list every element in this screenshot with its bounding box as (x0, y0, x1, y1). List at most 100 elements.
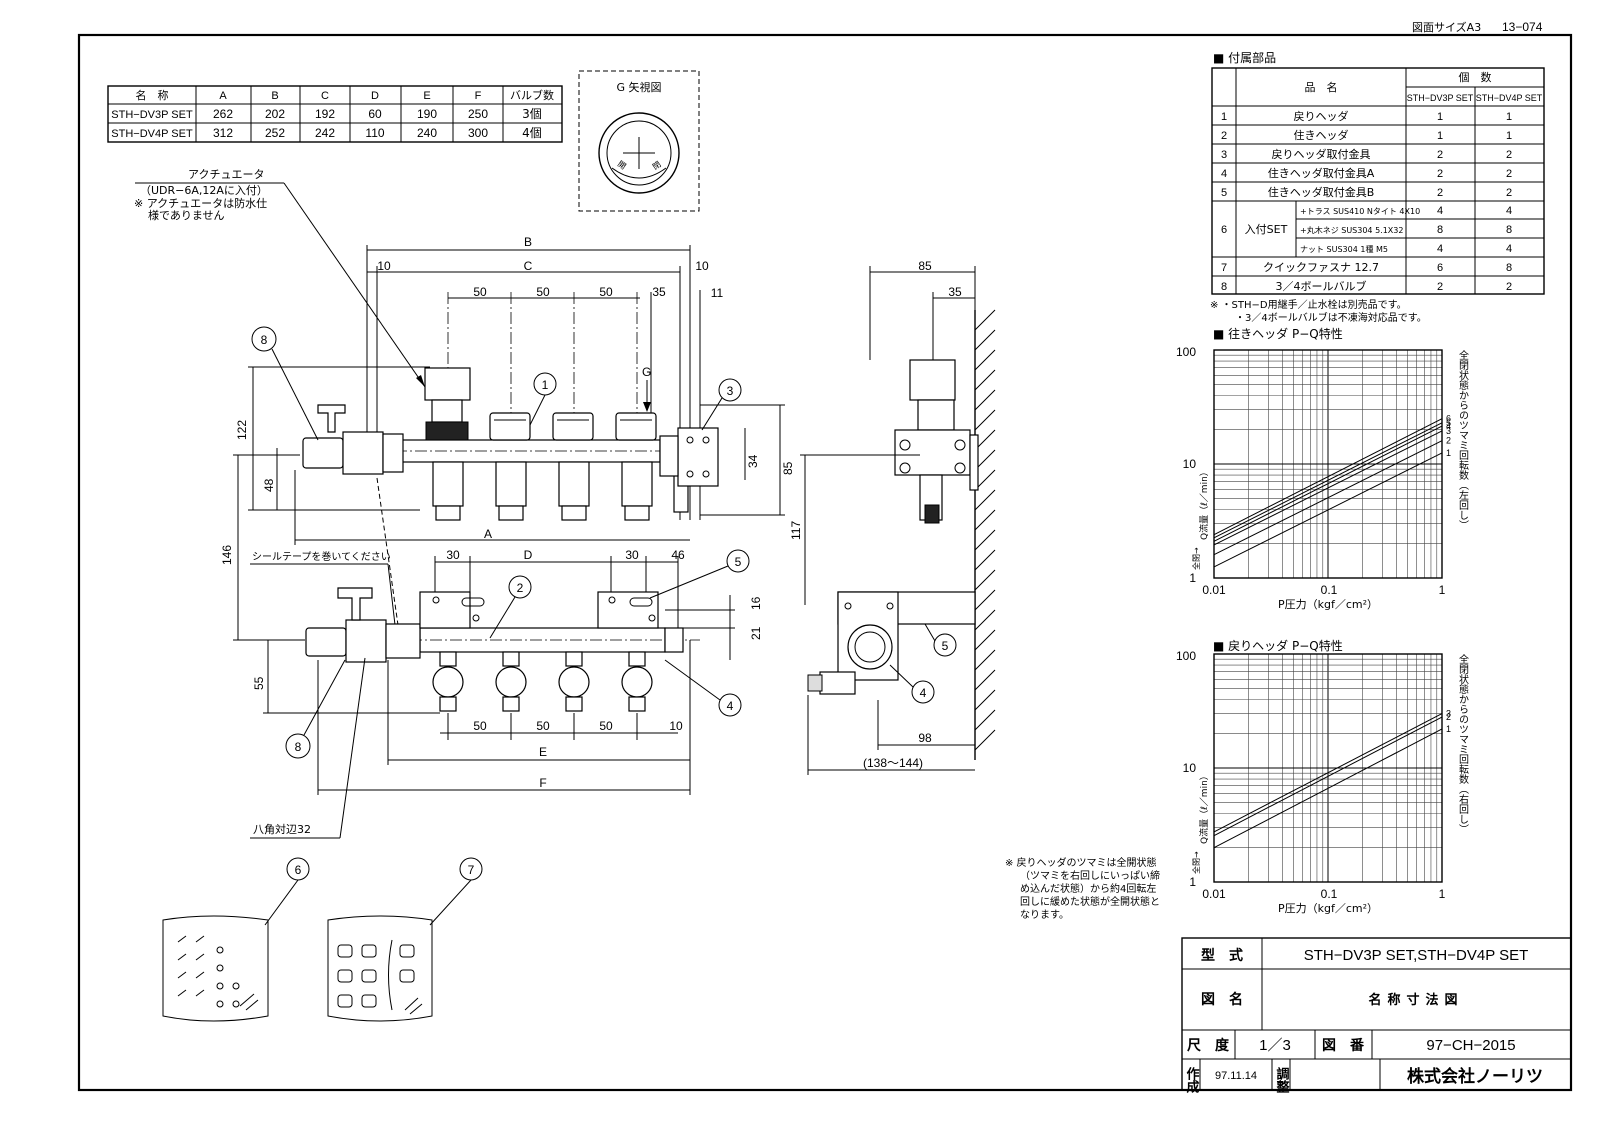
tb-scale-label: 尺 度 (1187, 1037, 1230, 1054)
dim-48: 48 (262, 478, 276, 492)
actuator-line2: ※ アクチュエータは防水仕 (134, 196, 267, 210)
side-view: 85 35 117 (789, 259, 996, 775)
dim-50a: 50 (473, 285, 487, 299)
series-label-2: 2 (1446, 436, 1451, 446)
tb-type-label: 型 式 (1201, 947, 1243, 964)
dim-11: 11 (711, 286, 724, 300)
spec-table: 名 称 A B C D E F バルブ数 STH−DV3P SET 262 20… (107, 85, 563, 143)
parts-col-4p: STH−DV4P SET (1476, 93, 1543, 103)
parts-q3: 2 (1437, 168, 1443, 180)
spec-cell: 262 (213, 107, 233, 121)
x-axis-label: P圧力（kgf／cm²） (1278, 598, 1378, 611)
right-label: 全閉状態からのツマミ回転数（右回し） (1457, 653, 1469, 834)
callout-5b: 5 (942, 639, 949, 653)
y-tick-100: 100 (1176, 345, 1196, 359)
series-line-6 (1213, 418, 1443, 536)
dim-50c: 50 (599, 285, 613, 299)
spec-header-d: D (371, 90, 379, 102)
dim-122: 122 (235, 420, 249, 440)
spec-cell: 60 (368, 107, 382, 121)
callout-8b: 8 (295, 740, 302, 754)
parts-no: 1 (1221, 111, 1227, 123)
tb-number-label: 図 番 (1322, 1037, 1365, 1054)
series-line-4 (1213, 425, 1443, 542)
dim-10c: 10 (669, 719, 683, 733)
parts-col-name: 品 名 (1305, 80, 1338, 94)
dim-117: 117 (789, 521, 803, 540)
callout-3: 3 (727, 384, 734, 398)
dim-b: B (524, 235, 532, 249)
g-close-label: 閉 (651, 160, 663, 172)
series-line-1 (1213, 452, 1443, 568)
dim-50f: 50 (599, 719, 613, 733)
sheet-border (77, 33, 1573, 1092)
parts-q4: 4 (1506, 243, 1512, 255)
parts-no: 4 (1221, 168, 1227, 180)
parts-note-2: ・3／4ボールバルブは不凍海対応品です。 (1235, 311, 1427, 324)
x-tick-001: 0.01 (1202, 583, 1226, 597)
dim-f: F (539, 776, 546, 790)
spec-header-name: 名 称 (136, 88, 169, 102)
parts-q4: 2 (1506, 281, 1512, 293)
actuator-line1: （UDR−6A,12Aに入付） (140, 184, 268, 197)
spec-header-c: C (321, 90, 329, 102)
note-line: なります。 (1020, 909, 1069, 921)
dim-range: (138〜144) (863, 756, 923, 770)
tb-made-value: 97.11.14 (1215, 1070, 1257, 1082)
spec-header-f: F (475, 90, 482, 102)
dim-16: 16 (749, 596, 763, 610)
series-line-1 (1213, 728, 1443, 849)
series-label-2: 2 (1446, 712, 1451, 722)
note-line: （ツマミを右回しにいっぱい締 (1020, 869, 1160, 882)
closed-label: 全閉→ (1191, 851, 1201, 874)
dim-98: 98 (918, 731, 932, 745)
x-tick-1: 1 (1439, 887, 1446, 901)
x-tick-01: 0.1 (1321, 583, 1338, 597)
dim-46: 46 (671, 548, 685, 562)
return-header-pq-chart: ■ 戻りヘッダ P−Q特性 100 10 1 0.01 0.1 1 P圧力（kg… (1176, 638, 1469, 915)
x-axis-label: P圧力（kgf／cm²） (1278, 902, 1378, 915)
tb-number-value: 97−CH−2015 (1426, 1037, 1515, 1054)
callout-2: 2 (517, 581, 524, 595)
parts-set-item: +丸木ネジ SUS304 5.1X32 (1300, 225, 1403, 235)
parts-note-1: ※ ・STH−D用継手／止水栓は別売品です。 (1210, 298, 1407, 311)
g-open-label: 開 (616, 159, 628, 171)
parts-no: 3 (1221, 149, 1227, 161)
note-line: 回しに緩めた状態が全開状態と (1020, 895, 1160, 908)
parts-q4: 8 (1506, 224, 1512, 236)
seal-tape-note: シールテープを巻いてください (252, 551, 391, 563)
chart-title: ■ 往きヘッダ P−Q特性 (1213, 326, 1343, 341)
callout-4b: 4 (920, 686, 927, 700)
plot-frame (1213, 653, 1443, 883)
dim-30a: 30 (446, 548, 460, 562)
tb-made-label: 作成 (1184, 1066, 1200, 1094)
hex-note: 八角対辺32 (253, 822, 311, 836)
y-axis-label: Q流量（ℓ／min） (1198, 771, 1210, 844)
callout-8a: 8 (261, 333, 268, 347)
parts-q3: 1 (1437, 130, 1443, 142)
parts-q3: 4 (1437, 205, 1443, 217)
parts-no: 5 (1221, 187, 1227, 199)
spec-cell: 110 (365, 126, 384, 140)
spec-cell: STH−DV3P SET (111, 109, 193, 121)
paper-size: 図面サイズA3 (1412, 20, 1481, 34)
dim-50b: 50 (536, 285, 550, 299)
parts-name: クイックファスナ 12.7 (1263, 261, 1379, 274)
y-axis-label: Q流量（ℓ／min） (1198, 467, 1210, 540)
x-tick-001: 0.01 (1202, 887, 1226, 901)
parts-name: 戻りヘッダ (1294, 109, 1349, 123)
parts-q4: 2 (1506, 187, 1512, 199)
parts-q4: 2 (1506, 168, 1512, 180)
spec-cell: 252 (265, 126, 285, 140)
note-line: め込んだ状態）から約4回転左 (1020, 882, 1156, 895)
spec-header-valves: バルブ数 (510, 88, 554, 102)
dim-85-side: 85 (918, 259, 932, 273)
y-tick-1: 1 (1189, 571, 1196, 585)
spec-cell: 190 (417, 107, 437, 121)
y-tick-1: 1 (1189, 875, 1196, 889)
parts-name: 戻りヘッダ取付金具 (1272, 147, 1371, 161)
parts-name: 入付SET (1245, 223, 1288, 236)
parts-no: 2 (1221, 130, 1227, 142)
g-arrow-view: G 矢視図 開 閉 (578, 70, 700, 212)
